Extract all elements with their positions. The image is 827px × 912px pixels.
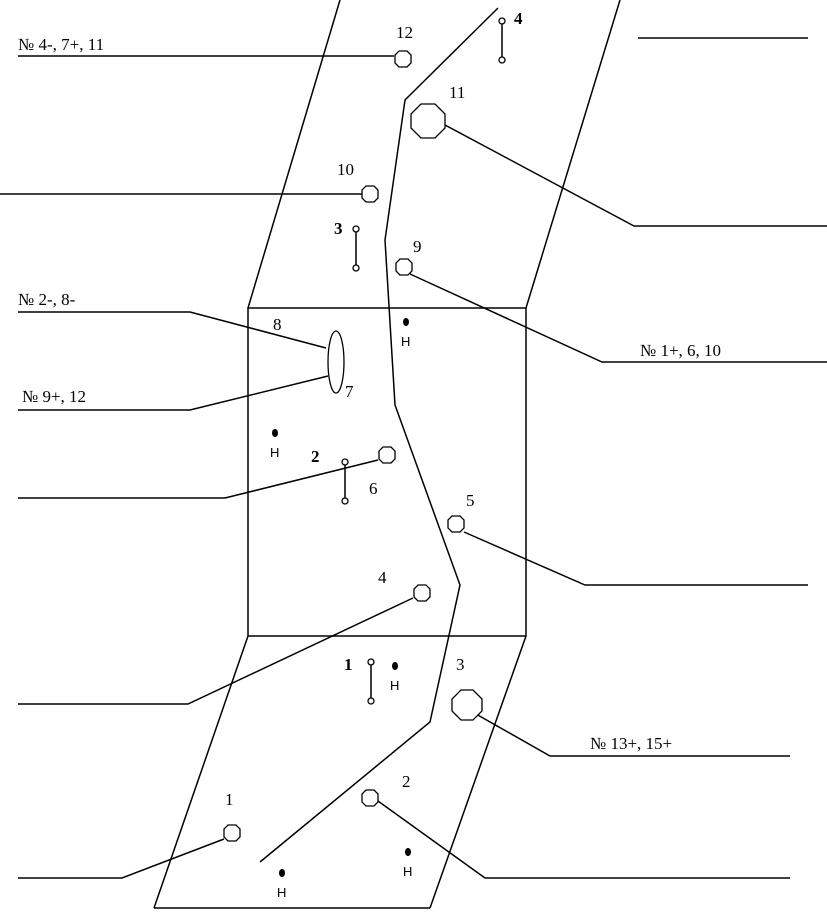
callout-9-12: № 9+, 12 xyxy=(22,387,86,406)
svg-text:3: 3 xyxy=(456,655,465,674)
svg-text:2: 2 xyxy=(311,447,320,466)
h-dot-4: Н xyxy=(277,869,286,900)
point-5: 5 xyxy=(447,491,475,533)
svg-text:Н: Н xyxy=(401,334,410,349)
svg-text:11: 11 xyxy=(449,83,465,102)
marker-1: 1 xyxy=(344,655,375,705)
svg-text:Н: Н xyxy=(403,864,412,879)
fault-line xyxy=(259,7,499,863)
svg-text:10: 10 xyxy=(337,160,354,179)
point-12: 12 xyxy=(394,23,413,68)
svg-text:Н: Н xyxy=(390,678,399,693)
svg-text:12: 12 xyxy=(396,23,413,42)
callout-13-15: № 13+, 15+ xyxy=(590,734,672,753)
h-dot-1: Н xyxy=(401,318,410,349)
svg-text:2: 2 xyxy=(402,772,411,791)
callout-4-7-11: № 4-, 7+, 11 xyxy=(18,35,104,54)
point-1: 1 xyxy=(223,790,241,842)
callout-2-8: № 2-, 8- xyxy=(18,290,76,309)
point-4: 4 xyxy=(378,568,431,602)
point-9: 9 xyxy=(395,237,422,276)
svg-text:Н: Н xyxy=(270,445,279,460)
svg-text:7: 7 xyxy=(345,382,354,401)
svg-text:5: 5 xyxy=(466,491,475,510)
point-11: 11 xyxy=(410,83,465,139)
h-dot-3: Н xyxy=(390,662,399,693)
svg-text:1: 1 xyxy=(225,790,234,809)
marker-3: 3 xyxy=(334,219,360,272)
leader-lines xyxy=(0,37,827,879)
marker-4: 4 xyxy=(498,9,523,64)
svg-text:9: 9 xyxy=(413,237,422,256)
h-dot-2: Н xyxy=(270,429,279,460)
point-6: 6 xyxy=(369,446,396,498)
point-7-8: 7 8 xyxy=(273,315,354,401)
middle-block xyxy=(247,307,527,637)
upper-block xyxy=(247,0,621,309)
callout-1-6-10: № 1+, 6, 10 xyxy=(640,341,721,360)
point-3: 3 xyxy=(451,655,483,721)
marker-2: 2 xyxy=(311,447,349,505)
svg-text:4: 4 xyxy=(514,9,523,28)
svg-text:8: 8 xyxy=(273,315,282,334)
svg-text:3: 3 xyxy=(334,219,343,238)
h-dot-5: Н xyxy=(403,848,412,879)
svg-text:4: 4 xyxy=(378,568,387,587)
svg-text:Н: Н xyxy=(277,885,286,900)
lower-block xyxy=(153,635,527,909)
svg-text:6: 6 xyxy=(369,479,378,498)
svg-text:1: 1 xyxy=(344,655,353,674)
point-10: 10 xyxy=(337,160,379,203)
point-2: 2 xyxy=(361,772,411,807)
